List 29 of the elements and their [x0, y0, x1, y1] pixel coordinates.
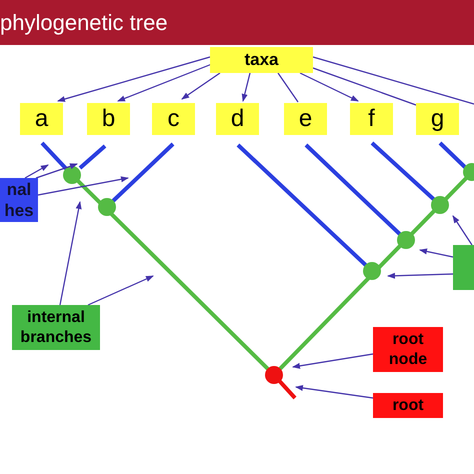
- leader-arrow: [452, 215, 472, 246]
- taxon-box: f: [350, 103, 393, 135]
- taxon-box: g: [416, 103, 459, 135]
- leader-arrow: [24, 164, 49, 179]
- taxon-box: b: [87, 103, 130, 135]
- arrow: [181, 72, 220, 100]
- label-box: root: [373, 393, 443, 418]
- arrow: [117, 63, 212, 102]
- leader-arrow: [38, 176, 129, 196]
- leader-arrow: [88, 275, 154, 306]
- taxon-box: e: [284, 103, 327, 135]
- taxon-box: d: [216, 103, 259, 135]
- label-box: internal branches: [12, 305, 100, 350]
- leader-arrow: [419, 248, 454, 258]
- arrow: [57, 56, 210, 102]
- taxa-label-box: taxa: [210, 47, 313, 73]
- leader-arrow: [387, 272, 454, 279]
- leader-arrow: [292, 353, 374, 369]
- leader-arrow: [36, 163, 78, 179]
- taxon-box: c: [152, 103, 195, 135]
- arrow: [242, 72, 251, 102]
- arrow: [300, 72, 359, 102]
- label-box: nal hes: [0, 178, 38, 222]
- label-box: root node: [373, 327, 443, 372]
- leader-arrow: [295, 385, 374, 399]
- title: phylogenetic tree: [0, 9, 168, 37]
- taxon-box: a: [20, 103, 63, 135]
- leader-arrow: [59, 201, 82, 306]
- label-box: [453, 245, 474, 290]
